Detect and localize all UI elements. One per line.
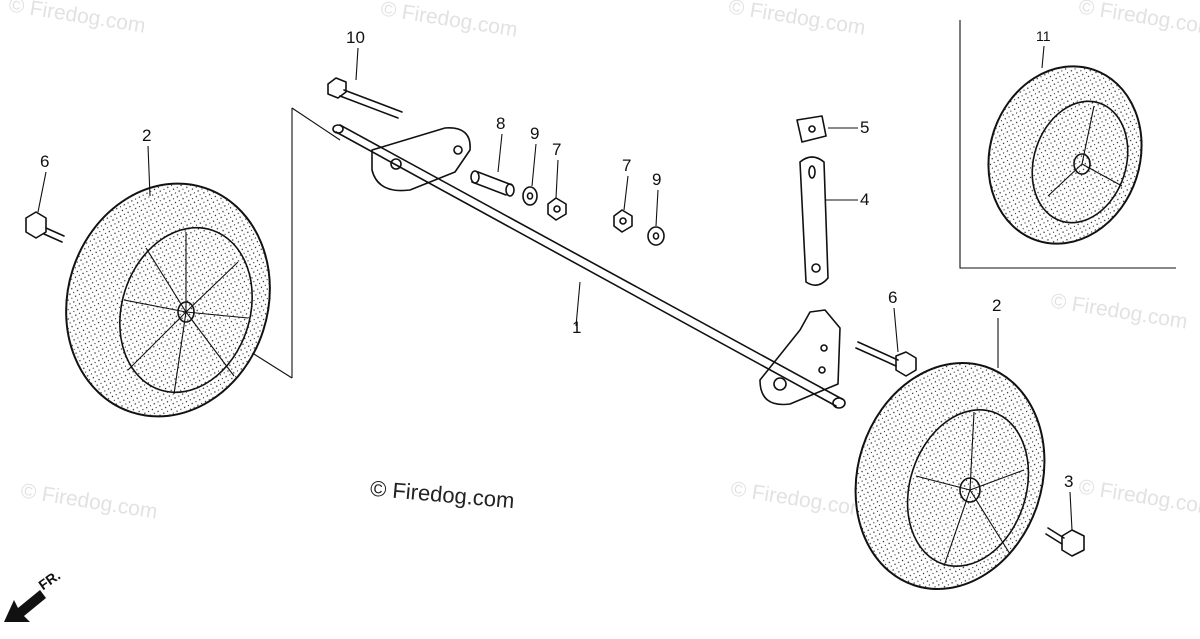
callout-5: 6 [888,288,898,307]
axle-shaft [332,124,846,409]
inset-wheel [987,65,1143,245]
callout-8: 8 [496,114,506,133]
bolt-5 [855,341,917,377]
right-wheel [854,361,1046,591]
nut-7-left [547,197,567,221]
callout-7-mid: 7 [622,156,632,175]
explode-line [291,107,341,141]
washer-9-left [522,186,538,206]
callout-10: 10 [346,28,365,47]
left-axle-bracket [371,127,471,192]
lever-3 [799,156,829,286]
inset-frame [959,20,1176,269]
right-axle-bracket [759,309,841,406]
callout-11: 11 [1036,28,1051,44]
plate-4 [796,115,827,143]
front-arrow-icon [4,590,46,622]
callout-2-right: 2 [992,296,1002,315]
collar-8 [470,170,515,197]
callout-9-left: 9 [530,124,540,143]
nut-7-mid [613,209,633,233]
callout-6-right: 3 [1064,472,1074,491]
washer-9-mid [647,226,665,246]
callout-1: 1 [572,318,582,337]
callout-4: 5 [860,118,870,137]
bolt-6-left [25,211,65,243]
callout-3: 4 [860,190,870,209]
left-wheel [65,182,271,418]
bolt-10 [327,77,403,119]
bolt-6-right [1045,527,1085,557]
callout-7-left: 7 [552,140,562,159]
leader-lines [37,45,1073,531]
callout-6-left: 6 [40,152,50,171]
callout-9-mid: 9 [652,170,662,189]
callout-2-left: 2 [142,126,152,145]
